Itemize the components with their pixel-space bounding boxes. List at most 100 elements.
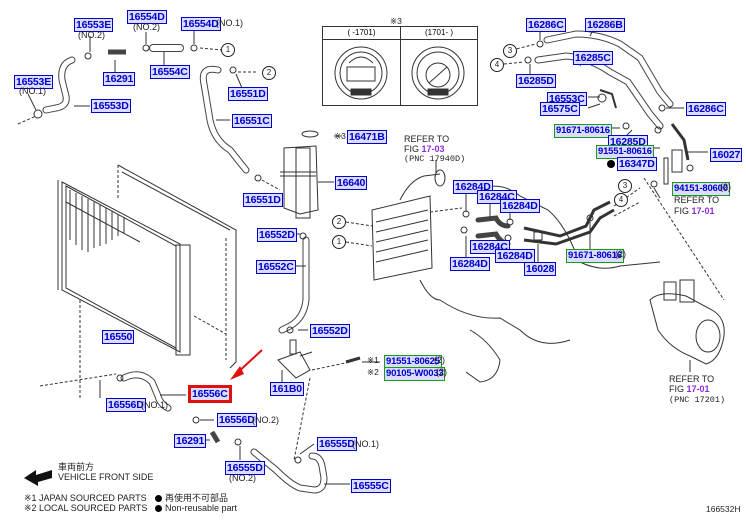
callout-4-top: 4 <box>490 58 504 72</box>
part-label-16554c[interactable]: 16554C <box>150 65 190 79</box>
thermostat-inset: ( -1701) (1701- ) <box>322 26 478 106</box>
part-label-16284d-b[interactable]: 16284D <box>500 199 540 213</box>
legend-note2: ※2 LOCAL SOURCED PARTS <box>24 503 148 513</box>
part-label-16551d-mid[interactable]: 16551D <box>243 193 283 207</box>
legend-text: Non-reusable part <box>165 503 238 513</box>
part-label-16285d-top[interactable]: 16285D <box>516 74 556 88</box>
part-label-16556c-highlighted[interactable]: 16556C <box>188 385 232 403</box>
fig-prefix: FIG <box>669 384 687 394</box>
highlight-arrow <box>230 349 263 380</box>
part-label-16551c[interactable]: 16551C <box>232 114 272 128</box>
reference-bracket-fig[interactable]: FIG 17-01 <box>674 206 715 217</box>
part-label-16554d-no2[interactable]: 16554D <box>127 10 167 24</box>
part-label-16028[interactable]: 16028 <box>524 262 557 276</box>
intercooler-drawing <box>371 169 446 301</box>
reference-intercooler-line1: REFER TO <box>404 134 450 144</box>
part-label-16556d-no1[interactable]: 16556D <box>106 398 146 412</box>
part-label-94151-80600[interactable]: 94151-80600 <box>672 182 730 196</box>
fig-prefix: FIG <box>674 206 692 216</box>
bullet-dot-icon <box>155 505 162 513</box>
inset-column-header-1: ( -1701) <box>323 27 400 40</box>
diagram-id: 166532H <box>706 504 741 514</box>
legend-text: 再使用不可部品 <box>165 493 229 503</box>
part-label-16554d-no1[interactable]: 16554D <box>181 17 221 31</box>
part-label-16555d-no2[interactable]: 16555D <box>225 461 265 475</box>
note-mark-3: ※3 <box>334 131 346 141</box>
fig-prefix: FIG <box>404 144 422 154</box>
legend-front-jp: 車両前方 <box>58 462 95 472</box>
part-label-16027[interactable]: 16027 <box>710 148 743 162</box>
part-label-91671-80616-top[interactable]: 91671-80616 <box>554 124 612 138</box>
quantity: (2) <box>615 249 626 259</box>
callout-3-right: 3 <box>618 179 632 193</box>
qualifier: (NO.1) <box>141 400 168 410</box>
legend-note1: ※1 JAPAN SOURCED PARTS <box>24 493 147 503</box>
fig-link-17-01-pump[interactable]: 17-01 <box>686 384 710 394</box>
reference-intercooler-pnc: (PNC 17940D) <box>404 154 466 164</box>
bullet-dot-icon <box>155 495 162 503</box>
part-label-16285c[interactable]: 16285C <box>573 51 613 65</box>
part-label-16552c[interactable]: 16552C <box>256 260 296 274</box>
qualifier: (NO.1) <box>216 18 243 28</box>
fig-link-17-01[interactable]: 17-01 <box>691 206 715 216</box>
callout-1-top: 1 <box>221 43 235 57</box>
qualifier: (NO.1) <box>19 86 46 96</box>
part-label-16347d[interactable]: 16347D <box>617 157 657 171</box>
callout-1-mid: 1 <box>332 235 346 249</box>
note-mark-1: ※1 <box>367 355 379 365</box>
inset-divider <box>400 27 401 105</box>
part-label-161b0[interactable]: 161B0 <box>270 382 304 396</box>
part-label-16555c[interactable]: 16555C <box>351 479 391 493</box>
part-label-16286c-top[interactable]: 16286C <box>526 18 566 32</box>
part-label-16552d-bot[interactable]: 16552D <box>310 324 350 338</box>
part-label-16555d-no1[interactable]: 16555D <box>317 437 357 451</box>
qualifier: (NO.2) <box>78 30 105 40</box>
part-label-16291-top[interactable]: 16291 <box>103 72 136 86</box>
legend-nonreusable-en: Non-reusable part <box>155 503 237 514</box>
inset-note-mark: ※3 <box>390 16 402 26</box>
vehicle-front-arrow <box>24 470 52 486</box>
callout-2-top: 2 <box>262 66 276 80</box>
reservoir-tank-drawing <box>280 130 319 219</box>
legend-front-en: VEHICLE FRONT SIDE <box>58 472 154 482</box>
reference-pump-pnc: (PNC 17201) <box>669 395 726 405</box>
radiator-drawing <box>57 164 237 400</box>
part-label-16286b[interactable]: 16286B <box>585 18 625 32</box>
part-label-16471b[interactable]: 16471B <box>347 130 387 144</box>
part-label-16552d-top[interactable]: 16552D <box>257 228 297 242</box>
reference-intercooler-fig[interactable]: FIG 17-03 <box>404 144 445 155</box>
callout-3-top: 3 <box>503 44 517 58</box>
fig-link-17-03[interactable]: 17-03 <box>421 144 445 154</box>
part-label-90105-w0033[interactable]: 90105-W0033 <box>384 367 446 381</box>
part-label-16553e-no1[interactable]: 16553E <box>14 75 54 89</box>
part-label-16550[interactable]: 16550 <box>102 330 135 344</box>
callout-4-right: 4 <box>614 193 628 207</box>
part-label-16286c-right[interactable]: 16286C <box>686 102 726 116</box>
part-label-16551d-top[interactable]: 16551D <box>228 87 268 101</box>
part-label-16291-bot[interactable]: 16291 <box>174 434 207 448</box>
water-pump-drawing <box>649 279 725 365</box>
part-label-91671-80616-bot[interactable]: 91671-80616 <box>566 249 624 263</box>
non-reusable-dot <box>607 160 615 168</box>
part-label-16553d[interactable]: 16553D <box>91 99 131 113</box>
reference-bracket-line1: REFER TO <box>674 195 720 205</box>
qualifier: (NO.2) <box>229 473 256 483</box>
part-label-16556d-no2[interactable]: 16556D <box>217 413 257 427</box>
quantity: (2) <box>436 367 447 377</box>
part-label-16284d-c[interactable]: 16284D <box>495 249 535 263</box>
callout-2-mid: 2 <box>332 215 346 229</box>
quantity: (2) <box>720 182 731 192</box>
part-label-16575c[interactable]: 16575C <box>540 102 580 116</box>
reference-pump-fig[interactable]: FIG 17-01 <box>669 384 710 395</box>
quantity: (2) <box>434 355 445 365</box>
part-label-16284d-d[interactable]: 16284D <box>450 257 490 271</box>
legend-nonreusable-jp: 再使用不可部品 <box>155 493 228 504</box>
water-outlet-drawing <box>277 339 361 379</box>
qualifier: (NO.1) <box>352 439 379 449</box>
part-label-16640[interactable]: 16640 <box>335 176 368 190</box>
qualifier: (NO.2) <box>252 415 279 425</box>
reference-pump-line1: REFER TO <box>669 374 715 384</box>
part-label-16553e-no2[interactable]: 16553E <box>74 18 114 32</box>
